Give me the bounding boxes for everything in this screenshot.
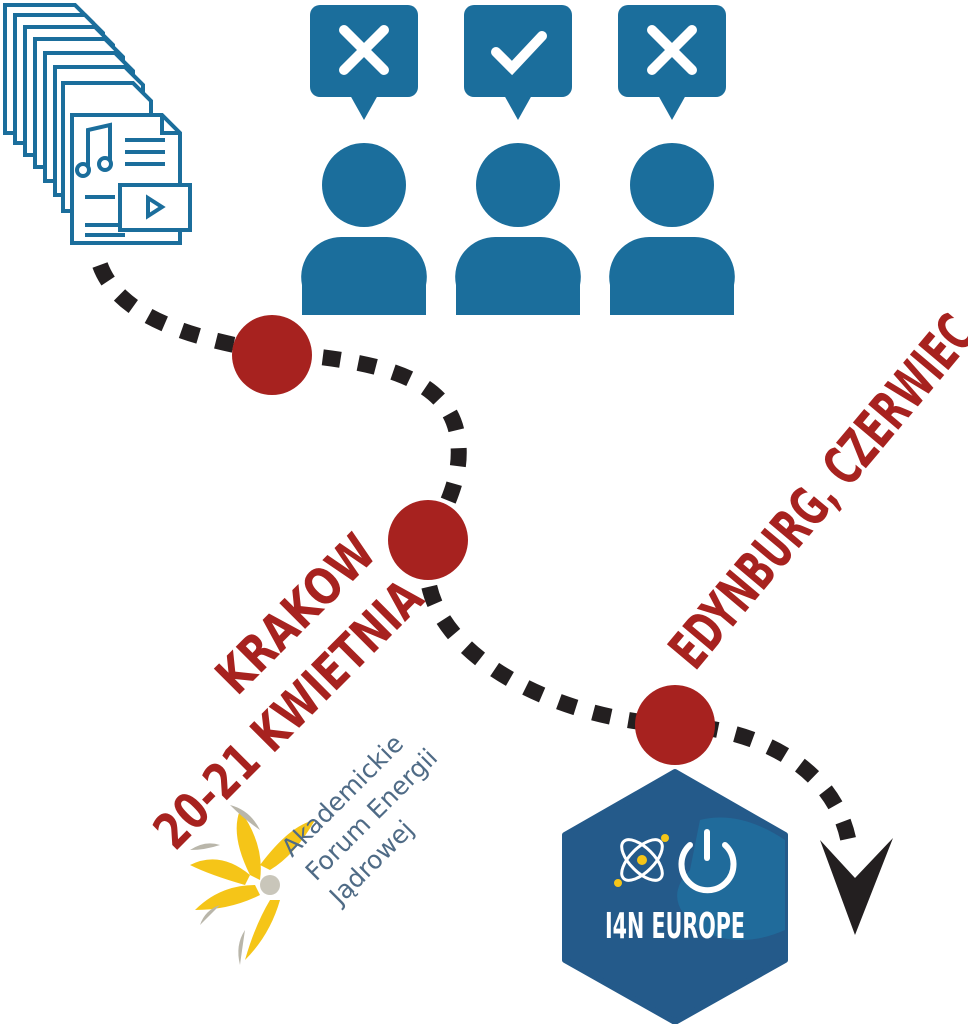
edinburgh-label: EDYNBURG, CZERWIEC xyxy=(657,303,968,681)
i4n-europe-label: I4N EUROPE xyxy=(605,906,745,947)
power-icon xyxy=(678,829,737,894)
person-approved xyxy=(455,5,581,315)
person-rejected-1 xyxy=(301,5,427,315)
milestone-dot-edinburgh xyxy=(635,685,715,765)
person-rejected-2 xyxy=(609,5,735,315)
milestone-dot-1 xyxy=(232,315,312,395)
star-icon xyxy=(190,805,315,965)
x-icon xyxy=(339,25,389,75)
atom-icon xyxy=(614,834,669,887)
milestone-dot-krakow xyxy=(388,500,468,580)
x-icon xyxy=(647,25,697,75)
arrow-head-icon xyxy=(820,838,893,935)
check-icon xyxy=(491,31,547,76)
i4n-europe-logo: I4N EUROPE xyxy=(562,769,788,1024)
documents-stack-icon xyxy=(3,3,192,245)
